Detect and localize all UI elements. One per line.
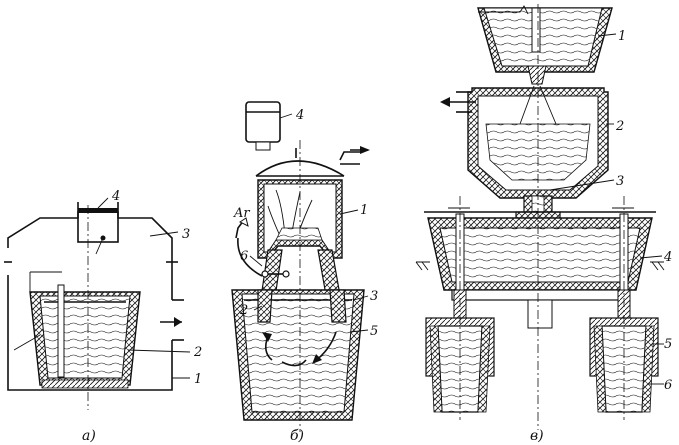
label-c-4: 4 — [663, 250, 672, 265]
alloy-hopper — [245, 101, 281, 143]
label-c-5: 5 — [664, 337, 672, 352]
label-b-1: 1 — [360, 203, 368, 218]
label-b-gas: Ar — [233, 206, 250, 221]
panel-b: 4 1 Ar 6 2 3 5 б) — [231, 101, 378, 444]
label-b-2: 2 — [239, 303, 248, 318]
label-a-2: 2 — [193, 345, 202, 360]
label-b-3: 3 — [370, 289, 378, 304]
caption-a: а) — [82, 428, 96, 444]
exhaust-arrow — [339, 151, 360, 161]
label-a-4: 4 — [111, 189, 120, 204]
label-b-4: 4 — [295, 108, 304, 123]
label-c-2: 2 — [615, 119, 624, 134]
alloy-hopper — [77, 211, 119, 243]
caption-c: в) — [530, 428, 544, 444]
label-a-1: 1 — [194, 372, 202, 387]
caption-b: б) — [290, 428, 304, 444]
label-a-3: 3 — [182, 227, 190, 242]
label-c-1: 1 — [618, 29, 626, 44]
label-c-6: 6 — [664, 378, 672, 393]
panel-c: 1 2 3 4 5 6 в) — [415, 4, 672, 444]
panel-a: 4 3 2 1 а) — [4, 189, 202, 444]
label-b-5: 5 — [370, 324, 378, 339]
label-b-6: 6 — [240, 249, 248, 264]
label-c-3: 3 — [616, 174, 624, 189]
